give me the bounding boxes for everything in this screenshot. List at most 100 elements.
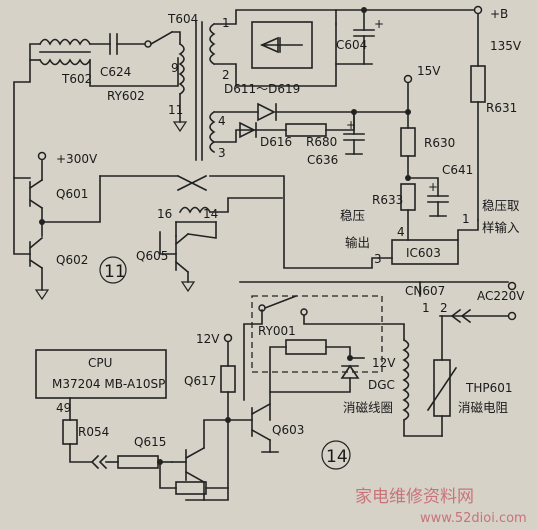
t602-transformer — [38, 38, 92, 66]
watermark-url: www.52dioi.com — [420, 511, 527, 526]
q603-label: Q603 — [272, 423, 304, 437]
section-11-number: 11 — [104, 262, 126, 282]
svg-text:+: + — [346, 118, 356, 132]
v12-relay-label: 12V — [372, 356, 396, 370]
winding-pin16: 16 — [157, 207, 172, 221]
q602-transistor — [28, 236, 44, 270]
ry001-relay-box — [251, 295, 383, 373]
c641-label: C641 — [442, 163, 473, 177]
v15-terminal — [403, 74, 413, 84]
q615-transistor — [184, 446, 206, 484]
ac-terminal-1 — [507, 281, 517, 291]
plus300v-terminal — [37, 151, 47, 161]
ry001-contact — [300, 308, 308, 316]
q605-transistor — [174, 232, 190, 274]
degauss-coil-label: 消磁线圈 — [343, 400, 393, 415]
t604-pin3: 3 — [218, 146, 226, 160]
svg-text:+: + — [428, 180, 438, 194]
r630-label: R630 — [424, 136, 455, 150]
degauss-resistor-label: 消磁电阻 — [458, 400, 509, 415]
d616-label: D616 — [260, 135, 292, 149]
t604-label: T604 — [167, 12, 198, 26]
v135-label: 135V — [490, 39, 522, 53]
t604-pin9: 9 — [171, 61, 179, 75]
sample-input-label-1: 稳压取 — [482, 198, 520, 213]
q602-label: Q602 — [56, 253, 88, 267]
r630-resistor — [400, 127, 416, 157]
t604-pin1: 1 — [222, 16, 230, 30]
ic603-pin3: 3 — [374, 252, 382, 266]
q601-transistor — [28, 178, 44, 210]
section-14-badge — [321, 440, 351, 470]
t602-label: T602 — [61, 72, 92, 86]
ground-symbol — [172, 121, 188, 133]
t604-pin11: 11 — [168, 103, 183, 117]
q615-label: Q615 — [134, 435, 166, 449]
watermark-text: 家电维修资料网 — [355, 487, 474, 507]
plus300v-label: +300V — [56, 152, 98, 166]
ic603-pin1: 1 — [462, 212, 470, 226]
r633-label: R633 — [372, 193, 403, 207]
v15-label: 15V — [417, 64, 441, 78]
ground-symbol — [180, 281, 196, 293]
t604-pin4: 4 — [218, 114, 226, 128]
section-14-number: 14 — [326, 447, 348, 467]
ground-symbol — [34, 289, 50, 301]
ry001-label: RY001 — [258, 324, 296, 338]
cn607-label: CN607 — [405, 284, 445, 298]
cpu-model-label: M37204 MB-A10SP — [52, 377, 165, 391]
b-plus-label: +B — [490, 7, 508, 21]
ic603-chip — [391, 239, 459, 265]
t604-pin2: 2 — [222, 68, 230, 82]
t604-drive-winding — [175, 206, 217, 223]
q605-label: Q605 — [136, 249, 168, 263]
r631-label: R631 — [486, 101, 517, 115]
ry001-coil — [285, 339, 327, 355]
bridge-rectifier — [251, 21, 313, 69]
ry602-label: RY602 — [107, 89, 145, 103]
c604-label: C604 — [336, 38, 367, 52]
dgc-label: DGC — [368, 378, 395, 392]
r631-resistor — [470, 65, 486, 103]
t604-transformer — [178, 21, 216, 161]
ic603-pin4: 4 — [397, 225, 405, 239]
c636-capacitor: + — [343, 111, 365, 155]
cn607-pin1: 1 — [422, 301, 430, 315]
thp601-label: THP601 — [465, 381, 513, 395]
c641-capacitor: + — [427, 180, 449, 217]
ry602-relay-switch — [89, 30, 179, 87]
cpu-label: CPU — [88, 356, 112, 370]
q617-label: Q617 — [184, 374, 216, 388]
section-11-badge — [99, 256, 127, 284]
winding-pin14: 14 — [203, 207, 218, 221]
q615-bias-resistor — [175, 481, 207, 495]
r054-resistor — [62, 419, 78, 445]
b-plus-terminal — [473, 5, 483, 15]
d611-d619-diode — [257, 102, 277, 122]
r054-label: R054 — [78, 425, 109, 439]
cpu-chip — [35, 349, 167, 399]
v12-terminal — [223, 333, 233, 343]
cn607-pin2: 2 — [440, 301, 448, 315]
c604-capacitor: + — [353, 9, 384, 65]
ic603-label: IC603 — [406, 246, 441, 260]
r680-label: R680 — [306, 135, 337, 149]
sample-input-label-2: 样输入 — [482, 220, 520, 235]
c636-label: C636 — [307, 153, 338, 167]
q603-transistor — [250, 402, 272, 442]
ac220v-label: AC220V — [477, 289, 525, 303]
reg-output-label-2: 输出 — [345, 235, 370, 250]
d616-diode — [239, 121, 257, 139]
q617-resistor — [220, 365, 236, 393]
v12-q617-label: 12V — [196, 332, 220, 346]
q601-label: Q601 — [56, 187, 88, 201]
dgc-coil — [402, 338, 410, 422]
reg-output-label-1: 稳压 — [340, 208, 365, 223]
q615-base-resistor — [117, 455, 159, 469]
ac-terminal-2 — [507, 311, 517, 321]
cpu-pin49: 49 — [56, 401, 71, 415]
svg-text:+: + — [374, 17, 384, 31]
c624-label: C624 — [100, 65, 131, 79]
